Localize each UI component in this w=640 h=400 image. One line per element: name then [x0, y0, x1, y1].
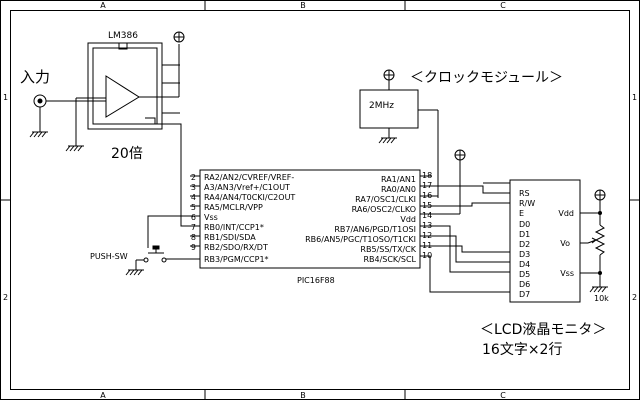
mcu-pin-rb0: RB0/INT/CCP1* [204, 223, 264, 232]
frame-row-1-left: 1 [3, 93, 8, 102]
mcu-left-pins: 2 RA2/AN2/CVREF/VREF- 3 A3/AN3/Vref+/C1O… [191, 173, 296, 264]
mcu-pin-num-5: 5 [191, 203, 196, 212]
mcu-pin-ra5: RA5/MCLR/VPP [204, 203, 263, 212]
lcd-title: ＜LCD液晶モニタ＞ [480, 322, 606, 338]
mcu-pin-num-4: 4 [191, 193, 196, 202]
frame-row-2-left: 2 [3, 293, 8, 302]
mcu-pin-num-14: 14 [422, 211, 432, 220]
mcu-pin-ra0: RA0/AN0 [381, 185, 416, 194]
ground-symbol-amp [65, 145, 84, 152]
ground-symbol-input [29, 131, 48, 138]
lcd-pin-vdd: Vdd [558, 209, 574, 218]
frame-column-a-top: A [100, 1, 106, 10]
frame-column-c-top: C [500, 1, 506, 10]
lcd-pin-d6: D6 [519, 280, 530, 289]
mcu-pin-num-7: 7 [191, 223, 196, 232]
trimmer-resistor-icon [587, 213, 606, 287]
trimmer-value: 10k [594, 294, 609, 303]
mcu-pin-ra3: A3/AN3/Vref+/C1OUT [204, 183, 290, 192]
frame-row-2-right: 2 [632, 293, 637, 302]
push-switch [135, 245, 167, 270]
input-label: 入力 [20, 68, 50, 86]
push-switch-label: PUSH-SW [90, 252, 128, 261]
power-symbol-lcd-icon [594, 189, 606, 213]
mcu-pin-num-8: 8 [191, 233, 196, 242]
mcu-pin-num-9: 9 [191, 243, 196, 252]
lcd-left-pins: RS R/W E D0 D1 D2 D3 D4 D5 D6 D7 [519, 189, 535, 299]
lcd-pin-d7: D7 [519, 290, 530, 299]
lcd-pin-d4: D4 [519, 260, 530, 269]
mcu-pin-ra6: RA6/OSC2/CLKO [352, 205, 416, 214]
mcu-pin-rb1: RB1/SDI/SDA [204, 233, 256, 242]
mcu-pin-rb5: RB5/SS/TX/CK [360, 245, 416, 254]
lcd-pin-d5: D5 [519, 270, 530, 279]
power-symbol-clock-icon [383, 69, 395, 90]
mcu-pin-ra1: RA1/AN1 [381, 175, 416, 184]
clock-module-title: ＜クロックモジュール＞ [410, 70, 563, 86]
mcu-pin-num-2: 2 [191, 173, 196, 182]
lcd-pin-rw: R/W [519, 199, 535, 208]
frame-column-b-top: B [300, 1, 306, 10]
frame-column-b-bottom: B [300, 391, 306, 400]
mcu-pin-rb7: RB7/AN6/PGD/T1OSI [334, 225, 416, 234]
frame-column-c-bottom: C [500, 391, 506, 400]
lcd-right-pins: Vdd Vo Vss [558, 209, 574, 278]
input-jack-icon [33, 94, 70, 132]
amp-gain-label: 20倍 [111, 146, 143, 162]
ground-symbol-clock [378, 137, 397, 144]
junction-dots [598, 211, 602, 275]
clock-frequency: 2MHz [369, 101, 394, 111]
mcu-pin-ra4: RA4/AN4/T0CKI/C2OUT [204, 193, 295, 202]
lcd-pin-rs: RS [519, 189, 530, 198]
mcu-pin-rb3: RB3/PGM/CCP1* [204, 255, 269, 264]
frame-row-1-right: 1 [632, 93, 637, 102]
mcu-pin-ra7: RA7/OSC1/CLKI [355, 195, 416, 204]
ground-symbol-switch [125, 269, 144, 276]
mcu-part-label: PIC16F88 [297, 276, 335, 285]
lcd-module [509, 179, 600, 303]
lcd-pin-d0: D0 [519, 220, 530, 229]
mcu-pin-rb2: RB2/SDO/RX/DT [204, 243, 268, 252]
frame-column-a-bottom: A [100, 391, 106, 400]
mcu-pin-vdd: Vdd [400, 215, 416, 224]
power-symbol-amp-icon [173, 31, 185, 43]
mcu-pin-rb6: RB6/AN5/PGC/T1OSO/T1CKI [305, 235, 416, 244]
lcd-subtitle: 16文字×2行 [482, 342, 562, 358]
lcd-pin-d2: D2 [519, 240, 530, 249]
lcd-pin-d1: D1 [519, 230, 530, 239]
clock-oscillator [359, 89, 439, 198]
mcu-pin-num-3: 3 [191, 183, 196, 192]
mcu-pin-vss: Vss [204, 213, 218, 222]
pic16f88-mcu [199, 169, 421, 269]
lcd-pin-d3: D3 [519, 250, 530, 259]
mcu-pin-rb4: RB4/SCK/SCL [363, 255, 416, 264]
lcd-pin-e: E [519, 209, 524, 218]
mcu-right-pins: RA1/AN1 18 RA0/AN0 17 RA7/OSC1/CLKI 16 R… [305, 171, 432, 264]
mcu-pin-ra2: RA2/AN2/CVREF/VREF- [204, 173, 294, 182]
mcu-pin-num-6: 6 [191, 213, 196, 222]
lm386-amplifier [70, 42, 200, 227]
lcd-pin-vo: Vo [560, 239, 570, 248]
mcu-left-wires [147, 175, 200, 260]
ground-symbol-lcd [589, 286, 608, 293]
amp-part-label: LM386 [108, 31, 138, 41]
mcu-to-lcd-wires [420, 175, 510, 293]
lcd-pin-vss: Vss [560, 269, 574, 278]
power-symbol-mcu-icon [454, 149, 466, 214]
